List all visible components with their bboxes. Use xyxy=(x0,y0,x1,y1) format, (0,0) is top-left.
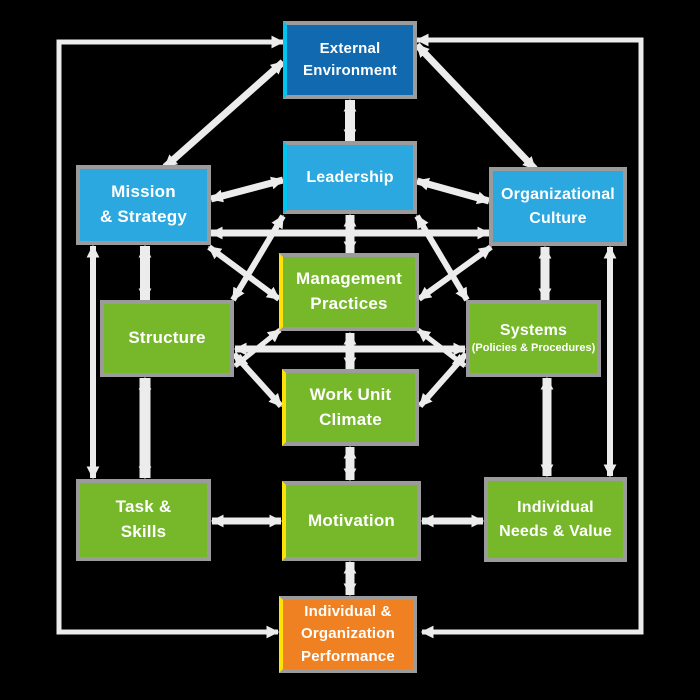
edge-leadership-organizational_culture xyxy=(415,177,491,205)
node-work-unit-climate: Work Unit Climate xyxy=(282,369,419,446)
node-organizational-culture-label: Organizational Culture xyxy=(501,186,615,227)
node-external-environment: External Environment xyxy=(283,21,417,99)
edge-organizational_culture-management_practices xyxy=(417,244,493,302)
node-individual-needs-value-label: Individual Needs & Value xyxy=(499,499,612,540)
edge-external_environment-individual_org_performance xyxy=(415,33,644,639)
edge-external_environment-mission_strategy xyxy=(162,59,286,170)
node-structure-label: Structure xyxy=(128,328,206,348)
node-individual-needs-value: Individual Needs & Value xyxy=(484,477,627,562)
node-organizational-culture: Organizational Culture xyxy=(489,167,627,246)
edge-leadership-structure xyxy=(230,214,286,302)
node-mission-strategy: Mission & Strategy xyxy=(76,165,211,245)
node-task-skills: Task & Skills xyxy=(76,479,211,561)
edge-systems-work_unit_climate xyxy=(417,352,469,408)
node-systems-sublabel: (Policies & Procedures) xyxy=(471,342,596,355)
node-individual-org-performance-label: Individual & Organization Performance xyxy=(300,602,396,665)
node-leadership: Leadership xyxy=(283,141,417,214)
node-mission-strategy-label: Mission & Strategy xyxy=(99,182,188,226)
node-work-unit-climate-label: Work Unit Climate xyxy=(309,384,392,429)
node-individual-org-performance: Individual & Organization Performance xyxy=(279,596,417,673)
node-systems: Systems (Policies & Procedures) xyxy=(466,300,601,377)
node-motivation-label: Motivation xyxy=(308,510,395,530)
edge-structure-work_unit_climate xyxy=(231,351,284,409)
node-systems-label: Systems xyxy=(499,322,568,340)
node-leadership-label: Leadership xyxy=(306,168,394,186)
node-external-environment-label: External Environment xyxy=(303,40,397,79)
edge-leadership-systems xyxy=(414,214,470,302)
edge-external_environment-organizational_culture xyxy=(414,42,538,172)
node-motivation: Motivation xyxy=(282,481,421,561)
node-task-skills-label: Task & Skills xyxy=(115,497,172,541)
node-management-practices: Management Practices xyxy=(279,253,419,331)
edge-mission_strategy-management_practices xyxy=(207,244,281,302)
edge-external_environment-individual_org_performance xyxy=(56,35,285,639)
node-management-practices-label: Management Practices xyxy=(296,269,402,313)
node-structure: Structure xyxy=(100,300,234,377)
edge-mission_strategy-leadership xyxy=(209,176,285,203)
